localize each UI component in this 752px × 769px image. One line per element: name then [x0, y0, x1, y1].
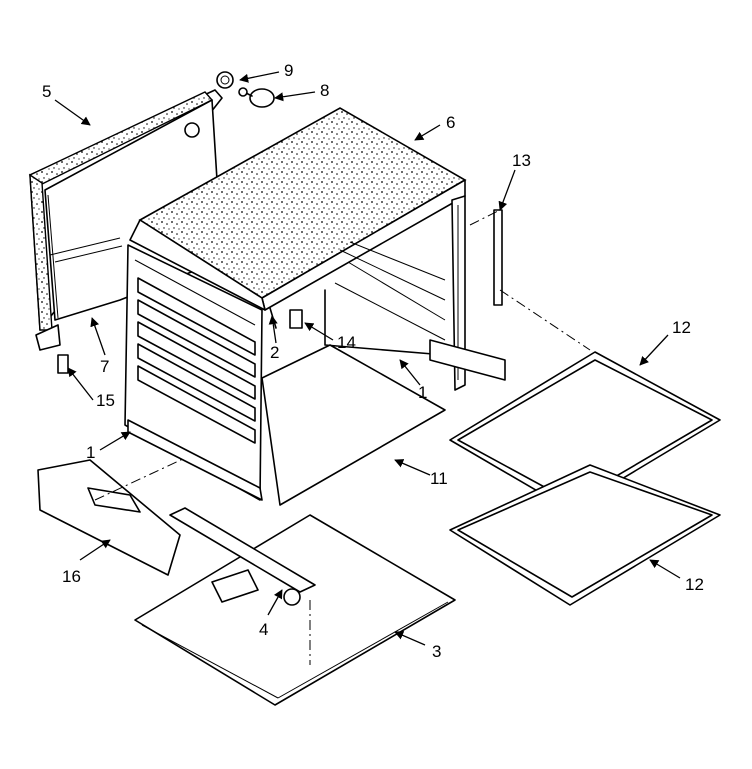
label-part-12-lower: 12 — [685, 575, 704, 594]
label-part-6: 6 — [446, 113, 455, 132]
leader-lines — [54, 71, 681, 646]
clip-15 — [57, 354, 69, 374]
lamp-socket-9 — [216, 71, 234, 89]
label-part-4: 4 — [259, 620, 268, 639]
label-part-5: 5 — [42, 82, 51, 101]
label-part-8: 8 — [320, 81, 329, 100]
hinge-4 — [169, 507, 316, 606]
label-part-7: 7 — [100, 357, 109, 376]
oven-cavity-top-6 — [129, 107, 467, 311]
label-part-12-upper: 12 — [672, 318, 691, 337]
label-part-13: 13 — [512, 151, 531, 170]
front-trim-16 — [37, 459, 181, 576]
oven-rack-lower-12 — [449, 464, 721, 606]
oven-cavity-right-side — [324, 195, 506, 391]
label-part-9: 9 — [284, 61, 293, 80]
label-part-15: 15 — [96, 391, 115, 410]
label-part-3: 3 — [432, 642, 441, 661]
label-part-16: 16 — [62, 567, 81, 586]
door-panel-5 — [28, 89, 223, 351]
label-part-1-left: 1 — [86, 443, 95, 462]
label-part-1-right: 1 — [418, 383, 427, 402]
label-part-11: 11 — [430, 469, 448, 488]
strip-13 — [493, 209, 503, 306]
label-part-2: 2 — [270, 343, 279, 362]
label-part-14: 14 — [337, 333, 356, 352]
base-plate-3 — [134, 514, 456, 706]
center-lines — [94, 209, 591, 665]
oven-rack-upper-12 — [449, 351, 721, 511]
lamp-bulb-8 — [238, 87, 275, 108]
oven-bottom-11 — [261, 344, 446, 506]
oven-cavity-left-side-1 — [124, 244, 263, 501]
bracket-14 — [289, 309, 303, 329]
